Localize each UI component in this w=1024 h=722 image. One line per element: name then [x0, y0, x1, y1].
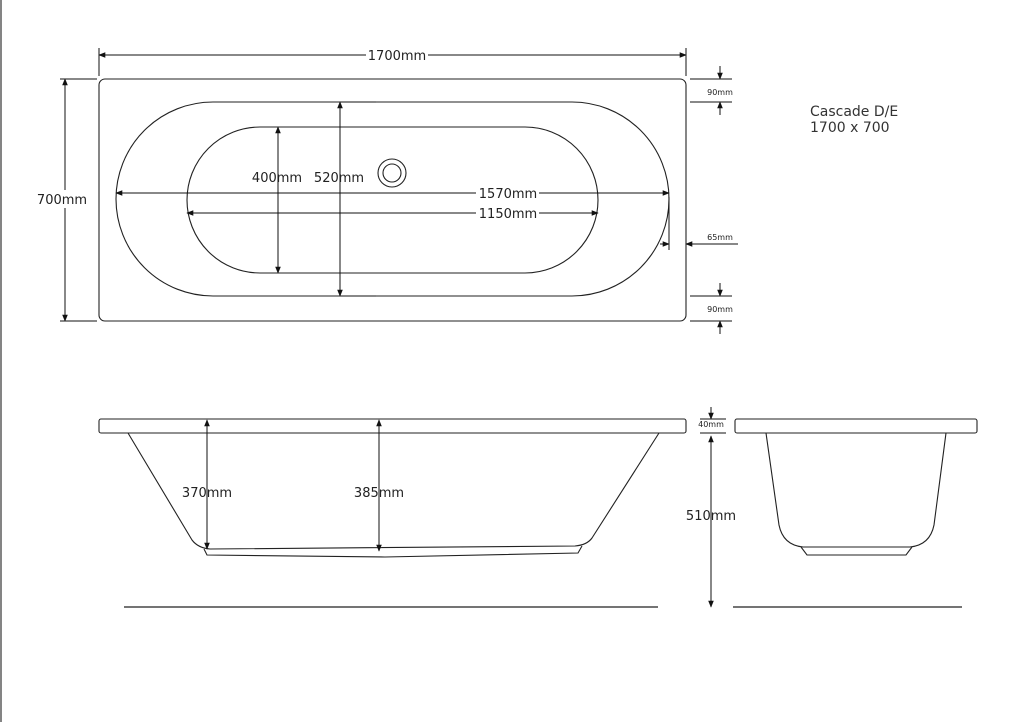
outer-bowl-outline — [115, 101, 670, 297]
dim-depth-end: 370mm — [182, 486, 232, 501]
inner-bowl-outline — [186, 126, 599, 274]
dim-overall-width: 700mm — [37, 193, 87, 208]
bath-rim-outline — [98, 78, 687, 322]
dim-outer-bowl-length: 1570mm — [479, 187, 537, 202]
dim-overall-height: 510mm — [686, 509, 736, 524]
product-name: Cascade D/E — [810, 104, 898, 120]
dim-inner-bowl-length: 1150mm — [479, 207, 537, 222]
dim-outer-width-520: 520mm — [314, 171, 364, 186]
dim-depth-middle: 385mm — [354, 486, 404, 501]
dim-rim-thickness: 40mm — [698, 420, 724, 429]
side-rim — [98, 418, 687, 434]
end-bowl-outline — [765, 432, 947, 548]
side-elevation: 370mm 385mm — [98, 418, 687, 608]
side-bowl-outline — [127, 432, 660, 550]
waste-outlet-outer — [377, 158, 407, 188]
dim-overall-length: 1700mm — [368, 49, 426, 64]
product-size: 1700 x 700 — [810, 120, 890, 136]
plan-view: 1700mm 700mm 400mm 520mm 1570mm 1150mm 9… — [34, 48, 738, 334]
dim-inner-width-400: 400mm — [252, 171, 302, 186]
end-bowl-base — [800, 546, 913, 556]
side-bowl-base — [203, 545, 583, 558]
end-rim — [734, 418, 978, 434]
dim-rim-top: 90mm — [707, 88, 733, 97]
dim-width-label-bg — [34, 190, 90, 208]
dim-rim-bottom: 90mm — [707, 305, 733, 314]
waste-outlet-inner — [382, 163, 402, 183]
end-elevation: 40mm 510mm — [686, 407, 978, 608]
dim-rim-side: 65mm — [707, 233, 733, 242]
